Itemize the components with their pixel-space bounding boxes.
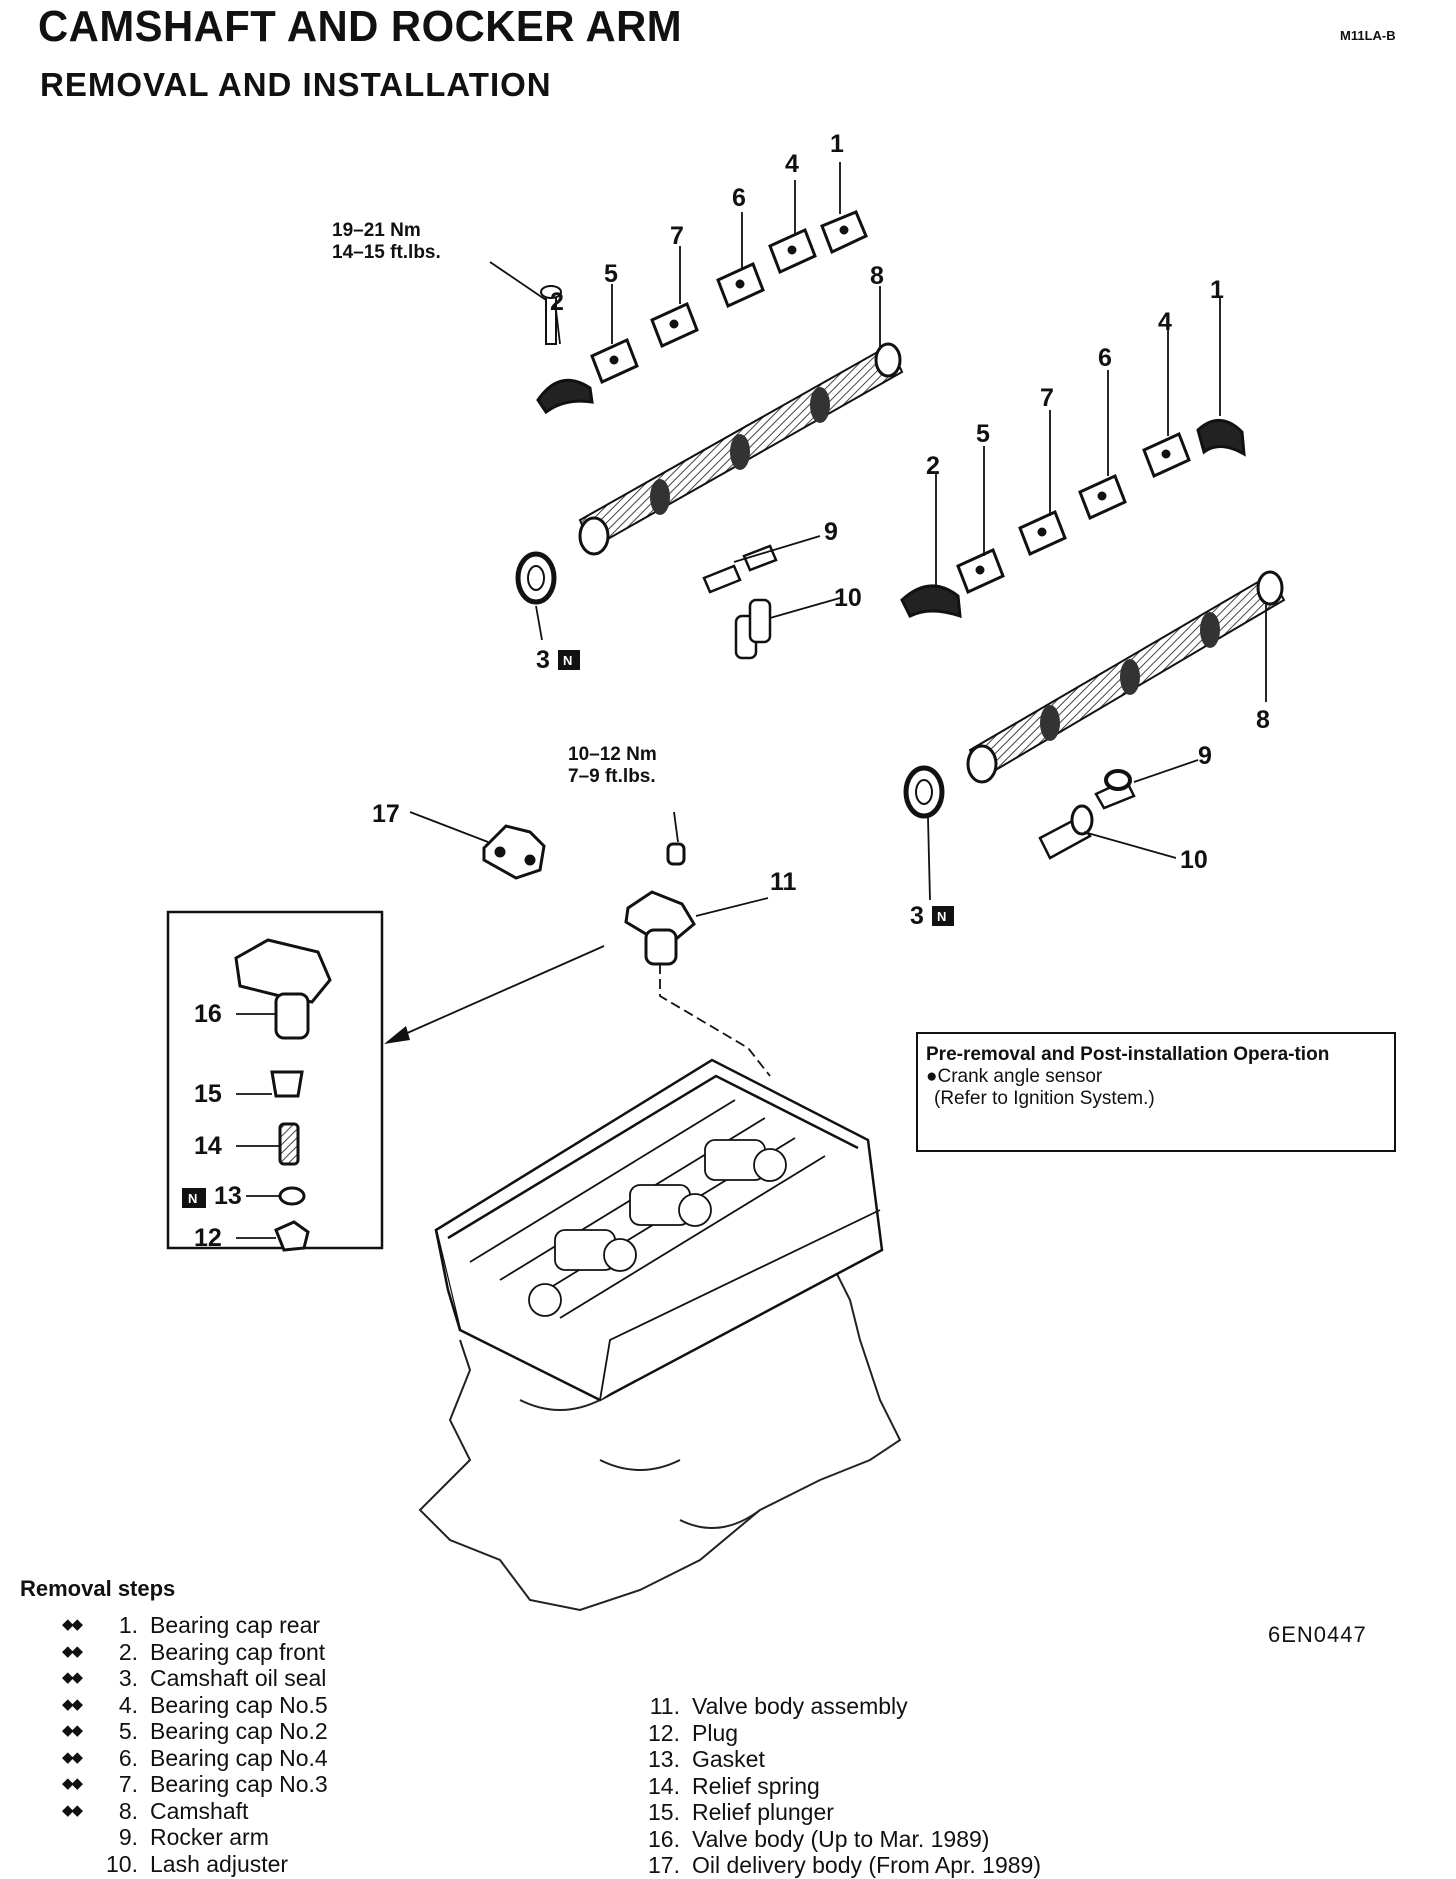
service-mark-icon: ◆◆ (62, 1748, 83, 1766)
note-title: Pre-removal and Post-installation Opera-… (926, 1044, 1330, 1065)
torque-upper-ft: 14–15 ft.lbs. (332, 242, 441, 263)
svg-text:N: N (937, 909, 946, 924)
removal-steps-right: 11.Valve body assembly 12.Plug 13.Gasket… (640, 1693, 1041, 1879)
bearing-caps-upper (536, 210, 868, 415)
camshaft-upper (578, 342, 904, 556)
removal-steps-left: ◆◆1.Bearing cap rear ◆◆2.Bearing cap fro… (62, 1612, 328, 1877)
service-mark-icon: ◆◆ (62, 1642, 83, 1660)
torque-lower-ft: 7–9 ft.lbs. (568, 766, 656, 787)
callout-2-upper: 2 (550, 288, 564, 316)
step-row: 15.Relief plunger (648, 1799, 834, 1825)
callout-7-lower: 7 (1040, 384, 1054, 412)
oil-delivery-body (482, 824, 546, 880)
callout-12: 12 (194, 1224, 222, 1252)
step-row: ◆◆2.Bearing cap front (62, 1638, 326, 1665)
valve-body-assembly (624, 842, 696, 966)
svg-text:N: N (188, 1191, 197, 1206)
cylinder-head (434, 1058, 884, 1402)
callout-3-upper: 3 (536, 646, 550, 674)
step-row: ◆◆7.Bearing cap No.3 (62, 1771, 328, 1797)
service-mark-icon: ◆◆ (62, 1722, 83, 1739)
step-row: ◆◆5.Bearing cap No.2 (62, 1718, 328, 1744)
bolt-upper (540, 285, 562, 345)
leader-lines (236, 162, 1267, 1239)
callout-14: 14 (194, 1132, 222, 1160)
callout-17: 17 (372, 800, 400, 828)
step-row: ◆◆4.Bearing cap No.5 (62, 1691, 328, 1718)
step-row: 9.Rocker arm (118, 1824, 269, 1850)
step-row: 17.Oil delivery body (From Apr. 1989) (648, 1852, 1041, 1878)
engine-block (418, 1239, 902, 1612)
note-item: ●Crank angle sensor (926, 1066, 1103, 1087)
note-reference: (Refer to Ignition System.) (934, 1088, 1155, 1109)
section-code: M11LA-B (1340, 28, 1396, 43)
callout-6-upper: 6 (732, 184, 746, 212)
step-row: 10.Lash adjuster (106, 1850, 289, 1877)
oil-seals (515, 551, 945, 819)
removal-steps-title: Removal steps (20, 1576, 176, 1601)
step-row: 11.Valve body assembly (649, 1693, 908, 1719)
callout-5-upper: 5 (604, 260, 618, 288)
callout-6-lower: 6 (1098, 344, 1112, 372)
service-mark-icon: ◆◆ (62, 1695, 83, 1713)
step-row: ◆◆3.Camshaft oil seal (62, 1665, 327, 1691)
camshaft-lower (966, 570, 1286, 784)
torque-lower-nm: 10–12 Nm (568, 744, 657, 765)
callout-8-upper: 8 (870, 262, 884, 290)
torque-specs: 19–21 Nm 14–15 ft.lbs. 10–12 Nm 7–9 ft.l… (332, 220, 657, 787)
callout-15: 15 (194, 1080, 222, 1108)
callout-11: 11 (770, 868, 797, 896)
callout-1-lower: 1 (1210, 276, 1224, 304)
torque-upper-nm: 19–21 Nm (332, 220, 421, 241)
bearing-caps-lower (900, 419, 1246, 619)
step-row: ◆◆6.Bearing cap No.4 (62, 1744, 328, 1771)
callout-8-lower: 8 (1256, 706, 1270, 734)
callout-13: 13 (214, 1182, 242, 1210)
svg-text:N: N (563, 653, 572, 668)
figure-id: 6EN0447 (1268, 1622, 1367, 1647)
rocker-arms-adjusters (702, 544, 1136, 860)
callout-4-upper: 4 (785, 150, 799, 178)
page-title: CAMSHAFT AND ROCKER ARM (38, 2, 683, 51)
callout-10-upper: 10 (834, 584, 862, 612)
callout-16: 16 (194, 1000, 222, 1028)
callout-5-lower: 5 (976, 420, 990, 448)
step-row: ◆◆8.Camshaft (62, 1797, 249, 1824)
callout-4-lower: 4 (1158, 308, 1172, 336)
inset-parts (234, 938, 332, 1252)
callout-1-upper: 1 (830, 130, 844, 158)
inset-arrowhead (384, 1026, 410, 1044)
callout-3-lower: 3 (910, 902, 924, 930)
callout-9-upper: 9 (824, 518, 838, 546)
service-mark-icon: ◆◆ (62, 1801, 83, 1819)
step-row: ◆◆1.Bearing cap rear (62, 1612, 321, 1638)
callout-labels: 1 4 6 7 5 2 8 3 9 10 1 4 6 7 5 2 8 9 10 … (194, 130, 1270, 1252)
callout-2-lower: 2 (926, 452, 940, 480)
service-mark-icon: ◆◆ (62, 1669, 83, 1686)
page-subtitle: REMOVAL AND INSTALLATION (40, 66, 552, 103)
pre-removal-note: Pre-removal and Post-installation Opera-… (916, 1032, 1396, 1152)
step-row: 12.Plug (648, 1719, 739, 1746)
callout-9-lower: 9 (1198, 742, 1212, 770)
replace-marks: N N N (182, 650, 954, 1208)
callout-10-lower: 10 (1180, 846, 1208, 874)
step-row: 13.Gasket (648, 1746, 765, 1772)
service-mark-icon: ◆◆ (62, 1616, 83, 1633)
service-mark-icon: ◆◆ (62, 1775, 83, 1792)
step-row: 16.Valve body (Up to Mar. 1989) (648, 1825, 990, 1852)
callout-7-upper: 7 (670, 222, 684, 250)
inset-box (166, 910, 384, 1250)
step-row: 14.Relief spring (648, 1772, 820, 1799)
